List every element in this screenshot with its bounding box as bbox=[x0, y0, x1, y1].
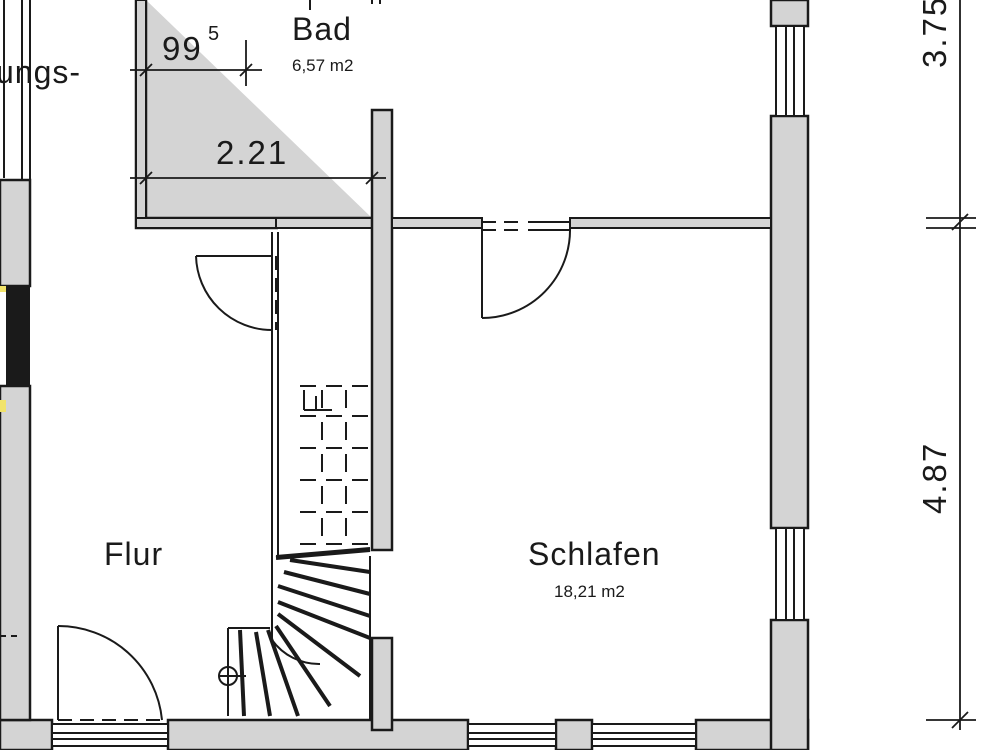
room-name-partial: ungs- bbox=[0, 54, 81, 90]
wall-center-upper bbox=[370, 108, 394, 552]
stair-treads-straight bbox=[300, 385, 370, 545]
doors bbox=[0, 221, 572, 721]
wall-bottom-mid bbox=[554, 718, 594, 750]
bad-bottom-wall-right bbox=[275, 217, 373, 229]
walls bbox=[0, 0, 810, 750]
wall-left-upper bbox=[0, 178, 32, 288]
wall-right-bottom bbox=[769, 618, 810, 750]
dim-bad-offset bbox=[130, 40, 262, 86]
wall-schlafen-top-left bbox=[391, 217, 483, 229]
wall-left-lower bbox=[0, 384, 32, 722]
wall-right-mid bbox=[769, 114, 810, 530]
wall-right-top bbox=[769, 0, 810, 28]
room-name-schlafen: Schlafen bbox=[528, 536, 661, 572]
wall-schlafen-top-right bbox=[569, 217, 772, 229]
window-left-accent-top bbox=[0, 286, 6, 292]
window-right-upper bbox=[775, 25, 805, 117]
dim-label-height-upper: 3.75 bbox=[916, 0, 953, 68]
room-area-schlafen: 18,21 m2 bbox=[554, 582, 625, 601]
left-inner-wall bbox=[21, 0, 31, 180]
dim-label-bad-offset-sup: 5 bbox=[208, 23, 219, 45]
dim-bad-width bbox=[130, 168, 386, 188]
misc-marks bbox=[0, 0, 381, 566]
wall-bottom-left bbox=[0, 718, 54, 750]
dim-label-height-lower: 4.87 bbox=[916, 442, 953, 514]
room-name-flur: Flur bbox=[104, 536, 163, 572]
door-flur-upper bbox=[195, 255, 277, 331]
staircase bbox=[218, 385, 371, 721]
room-labels: Bad 6,57 m2 ungs- Flur Schlafen 18,21 m2 bbox=[0, 11, 661, 601]
door-schlafen bbox=[481, 221, 572, 319]
dim-label-bad-width: 2.21 bbox=[216, 134, 288, 171]
wall-bottom-mid-left bbox=[166, 718, 470, 750]
windows bbox=[0, 25, 805, 747]
stair-outline bbox=[218, 547, 371, 721]
dim-vertical-right bbox=[926, 0, 976, 730]
dimension-lines bbox=[130, 0, 976, 730]
partitions bbox=[3, 0, 772, 732]
bad-left-wall-fill bbox=[135, 0, 147, 229]
window-bottom-right bbox=[591, 723, 697, 747]
room-area-bad: 6,57 m2 bbox=[292, 56, 353, 75]
wall-center-lower bbox=[370, 636, 394, 732]
dim-label-bad-offset: 99 bbox=[162, 30, 203, 67]
window-left-accent-bottom bbox=[0, 400, 6, 412]
dimension-labels: 2.21 99 5 3.75 4.87 bbox=[162, 0, 953, 514]
bad-bottom-wall-fill bbox=[135, 217, 277, 229]
stair-treads-winding bbox=[238, 548, 371, 717]
door-entrance bbox=[57, 624, 163, 721]
room-name-bad: Bad bbox=[292, 11, 352, 47]
window-bottom-mid bbox=[467, 723, 557, 747]
window-left-dark bbox=[6, 286, 30, 386]
window-bottom-left bbox=[51, 723, 169, 747]
window-right-lower bbox=[775, 527, 805, 621]
